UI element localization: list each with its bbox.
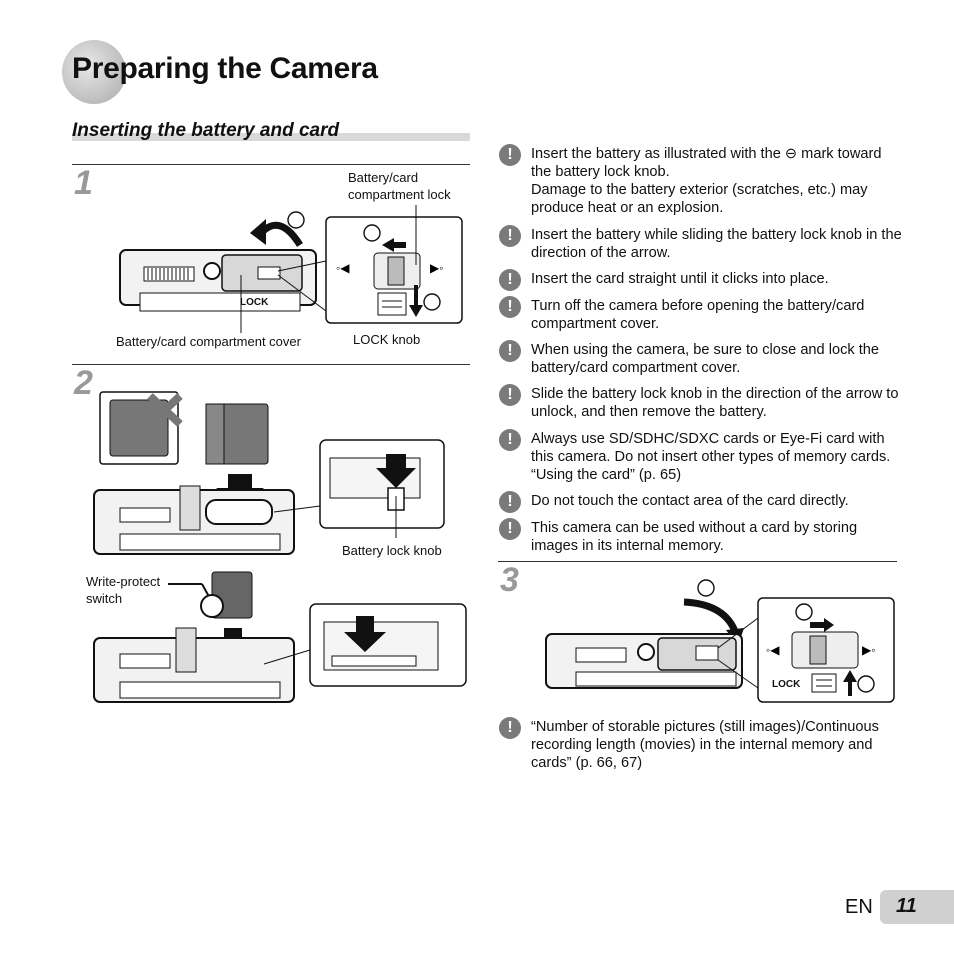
note-text: This camera can be used without a card b… — [531, 520, 858, 554]
svg-text:◦◀: ◦◀ — [336, 261, 350, 275]
warning-icon: ! — [499, 429, 521, 451]
label-battery-lock-knob: Battery lock knob — [342, 543, 442, 558]
note-6: ! Slide the battery lock knob in the dir… — [499, 384, 903, 421]
warning-icon: ! — [499, 225, 521, 247]
note-final: ! “Number of storable pictures (still im… — [499, 717, 903, 772]
label-write-protect: Write-protect switch — [86, 574, 161, 606]
label-compartment-lock: Battery/card compartment lock — [348, 170, 451, 202]
note-2: ! Insert the battery while sliding the b… — [499, 225, 903, 262]
note-text: Insert the battery while sliding the bat… — [531, 227, 902, 261]
svg-text:▶◦: ▶◦ — [430, 261, 443, 275]
note-text-secondary: Damage to the battery exterior (scratche… — [531, 182, 868, 216]
step1-number: 1 — [74, 164, 93, 202]
page-title: Preparing the Camera — [72, 52, 378, 85]
label-lock-knob: LOCK knob — [353, 332, 421, 347]
note-5: ! When using the camera, be sure to clos… — [499, 340, 903, 377]
inset-lock-text: LOCK — [772, 679, 801, 690]
note-7: ! Always use SD/SDHC/SDXC cards or Eye-F… — [499, 429, 903, 484]
title-badge-icon — [62, 40, 126, 104]
note-text: Insert the card straight until it clicks… — [531, 271, 829, 287]
note-8: ! Do not touch the contact area of the c… — [499, 491, 903, 513]
warning-icon: ! — [499, 384, 521, 406]
note-4: ! Turn off the camera before opening the… — [499, 296, 903, 333]
warning-icon: ! — [499, 491, 521, 513]
note-text: Insert the battery as illustrated with t… — [531, 146, 882, 180]
step3-rule — [498, 561, 897, 562]
note-text: “Number of storable pictures (still imag… — [531, 719, 879, 771]
note-9: ! This camera can be used without a card… — [499, 518, 903, 555]
page-number-tab — [880, 890, 954, 924]
warning-icon: ! — [499, 518, 521, 540]
page-number: 11 — [896, 895, 917, 917]
warning-icon: ! — [499, 340, 521, 362]
step3-number: 3 — [500, 561, 519, 599]
step2-illustration — [93, 391, 467, 703]
step2-number: 2 — [74, 364, 93, 402]
note-text: Slide the battery lock knob in the direc… — [531, 386, 899, 420]
inset-lock-text: LOCK — [240, 297, 269, 308]
section-title: Inserting the battery and card — [72, 120, 340, 141]
svg-text:▶◦: ▶◦ — [862, 643, 875, 657]
step1-camera-illustration: ◦◀ ▶◦ — [119, 205, 463, 333]
note-text: Do not touch the contact area of the car… — [531, 493, 849, 509]
warning-icon: ! — [499, 296, 521, 318]
warning-icon: ! — [499, 144, 521, 166]
note-3: ! Insert the card straight until it clic… — [499, 269, 903, 291]
step3-camera-illustration: ◦◀ ▶◦ — [545, 579, 895, 703]
note-1: ! Insert the battery as illustrated with… — [499, 144, 903, 217]
note-text: When using the camera, be sure to close … — [531, 342, 880, 376]
note-text: Turn off the camera before opening the b… — [531, 298, 865, 332]
warning-icon: ! — [499, 717, 521, 739]
svg-text:◦◀: ◦◀ — [766, 643, 780, 657]
step2-rule — [72, 364, 470, 365]
note-text: Always use SD/SDHC/SDXC cards or Eye-Fi … — [531, 431, 891, 483]
language-code: EN — [845, 896, 873, 918]
warning-icon: ! — [499, 269, 521, 291]
step1-rule — [72, 164, 470, 165]
label-compartment-cover: Battery/card compartment cover — [116, 334, 301, 349]
